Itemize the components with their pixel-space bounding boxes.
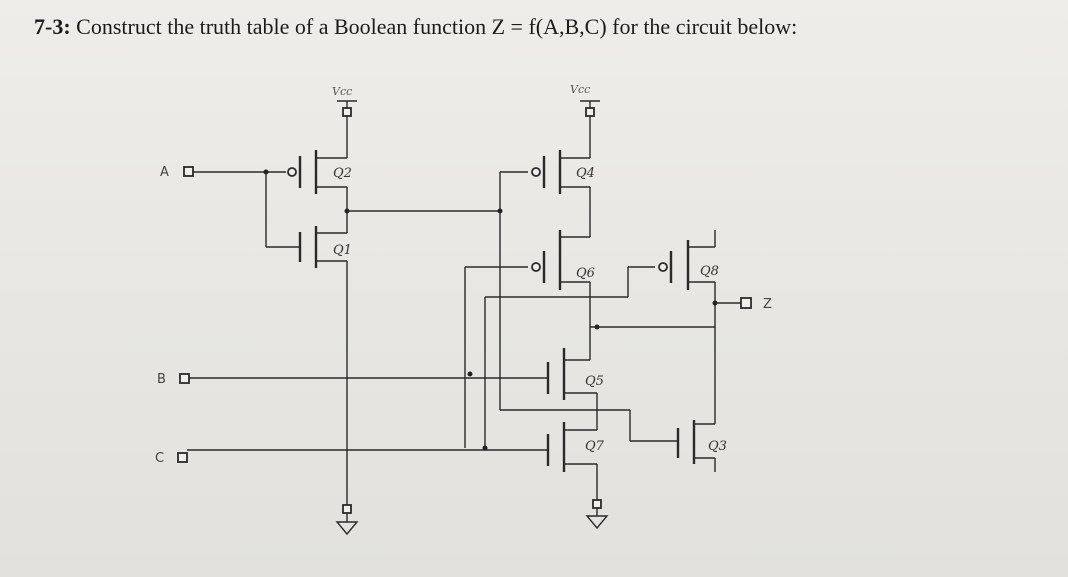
transistor-q4: Q4 xyxy=(497,150,595,214)
q4-label: Q4 xyxy=(576,166,595,181)
q2-label: Q2 xyxy=(333,166,352,181)
transistor-q2: Q2 xyxy=(287,150,352,194)
input-c: C xyxy=(155,445,548,466)
input-c-label: C xyxy=(155,451,164,466)
input-a: A xyxy=(160,165,300,248)
vcc-supply-right: Vcc xyxy=(570,83,600,158)
problem-number: 7-3: xyxy=(34,14,71,39)
q3-label: Q3 xyxy=(708,439,727,454)
vcc-supply-left: Vcc xyxy=(332,85,357,158)
input-b: B xyxy=(157,371,548,387)
transistor-q7: Q7 xyxy=(546,422,605,472)
output-z: Z xyxy=(712,297,772,312)
q5-label: Q5 xyxy=(585,374,604,389)
transistor-q1: Q1 xyxy=(298,226,352,268)
transistor-q3: Q3 xyxy=(630,420,727,464)
transistor-q8: Q8 xyxy=(627,240,719,297)
transistor-q6: Q6 xyxy=(465,230,595,290)
q7-label: Q7 xyxy=(585,439,605,454)
vcc-label-left: Vcc xyxy=(332,85,352,98)
q1-label: Q1 xyxy=(333,243,352,258)
transistor-q5: Q5 xyxy=(546,348,604,400)
ground-right xyxy=(585,499,609,530)
problem-statement: 7-3: Construct the truth table of a Bool… xyxy=(34,14,797,40)
ground-left xyxy=(335,504,359,536)
q6-label: Q6 xyxy=(576,266,595,281)
output-z-label: Z xyxy=(763,297,772,312)
input-a-label: A xyxy=(160,165,169,180)
input-b-label: B xyxy=(157,372,166,387)
q8-label: Q8 xyxy=(700,264,719,279)
problem-text: Construct the truth table of a Boolean f… xyxy=(76,14,798,39)
vcc-label-right: Vcc xyxy=(570,83,590,96)
